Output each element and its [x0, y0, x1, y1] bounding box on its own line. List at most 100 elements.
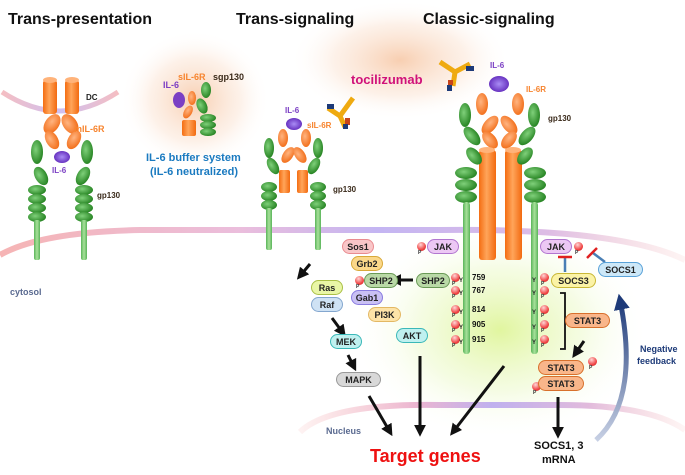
- node-stat3-dimer-top: STAT3: [538, 360, 584, 375]
- arrow-mek-mapk: [345, 354, 357, 372]
- phospho-p-icon: P: [540, 320, 549, 334]
- classic-signaling-complex: [455, 76, 546, 354]
- phospho-p-label: P: [452, 294, 456, 300]
- tyrosine-y-label: Y: [532, 278, 537, 284]
- phospho-p-icon: P: [451, 305, 460, 319]
- node-sos1: Sos1: [342, 239, 374, 254]
- phospho-p-label: P: [575, 250, 579, 256]
- heading-trans-presentation: Trans-presentation: [8, 11, 153, 28]
- node-shp2-left: SHP2: [364, 273, 398, 288]
- arrow-negative-feedback: [594, 293, 630, 442]
- node-socs3: SOCS3: [551, 273, 596, 288]
- label-il6-cs: IL-6: [490, 61, 505, 70]
- node-ras: Ras: [311, 280, 343, 295]
- node-jak-right: JAK: [540, 239, 572, 254]
- label-il6-tp: IL-6: [52, 166, 67, 175]
- phospho-p-jak-right: P: [574, 242, 583, 256]
- tyrosine-y-label: Y: [459, 278, 464, 284]
- arrow-sos-ras: [296, 263, 312, 280]
- phospho-p-label: P: [452, 313, 456, 319]
- label-il6-ts: IL-6: [285, 106, 300, 115]
- node-gab1: Gab1: [351, 290, 383, 305]
- phospho-p-label: P: [589, 365, 593, 371]
- phospho-p-label: P: [452, 281, 456, 287]
- label-feedback: feedback: [637, 356, 677, 366]
- phospho-p-icon: P: [451, 286, 460, 300]
- label-tocilizumab: tocilizumab: [351, 72, 423, 87]
- phospho-p-label: P: [418, 250, 422, 256]
- phospho-p-label: P: [541, 328, 545, 334]
- label-sgp130: sgp130: [213, 72, 245, 82]
- socs1-inhibition: [586, 247, 606, 263]
- il6-buffer-complex: [173, 82, 216, 136]
- phospho-p-icon: P: [451, 273, 460, 287]
- site-814: 814: [472, 305, 486, 314]
- arrow-mapk-target: [367, 395, 393, 437]
- node-pi3k: PI3K: [368, 307, 401, 322]
- site-915: 915: [472, 335, 486, 344]
- tyrosine-y-label: Y: [532, 291, 537, 297]
- phospho-p-label: P: [541, 313, 545, 319]
- node-socs1: SOCS1: [598, 262, 643, 277]
- label-il6r: IL-6R: [526, 85, 546, 94]
- node-mapk: MAPK: [336, 372, 381, 387]
- phospho-p-label: P: [356, 284, 360, 290]
- phospho-p-icon: P: [451, 320, 460, 334]
- label-negative: Negative: [640, 344, 678, 354]
- phospho-p-icon: P: [540, 286, 549, 300]
- tyrosine-y-label: Y: [532, 325, 537, 331]
- label-buffer-line1: IL-6 buffer system: [146, 152, 241, 164]
- label-sil6r-buffer: sIL-6R: [178, 72, 206, 82]
- phospho-p-stat3-bottom: P: [532, 382, 541, 396]
- arrow-receptor-target: [450, 365, 506, 436]
- phospho-p-label: P: [452, 343, 456, 349]
- tyrosine-y-label: Y: [459, 310, 464, 316]
- trans-signaling-complex: [261, 118, 326, 250]
- label-socs-mrna-2: mRNA: [542, 454, 576, 466]
- label-sil6r-ts: sIL-6R: [307, 121, 332, 130]
- phospho-p-label: P: [541, 281, 545, 287]
- tyrosine-y-label: Y: [459, 325, 464, 331]
- phospho-p-icon: P: [451, 335, 460, 349]
- trans-presentation-complex: [28, 77, 93, 260]
- phospho-p-stat3-top: P: [588, 357, 597, 371]
- heading-trans-signaling: Trans-signaling: [236, 11, 355, 28]
- tocilizumab-antibody-large: [438, 59, 474, 91]
- dc-membrane: [0, 89, 120, 114]
- phospho-p-label: P: [533, 390, 537, 396]
- node-stat3-dimer-bottom: STAT3: [538, 376, 584, 391]
- phospho-p-icon: P: [540, 305, 549, 319]
- tyrosine-y-label: Y: [532, 340, 537, 346]
- label-nucleus: Nucleus: [326, 426, 362, 436]
- node-akt: AKT: [396, 328, 428, 343]
- phospho-p-label: P: [452, 328, 456, 334]
- label-buffer-line2: (IL-6 neutralized): [150, 166, 239, 178]
- site-759: 759: [472, 273, 486, 282]
- tocilizumab-antibody-small: [326, 96, 356, 129]
- node-stat3-monomer: STAT3: [565, 313, 610, 328]
- phospho-p-icon: P: [540, 335, 549, 349]
- node-grb2: Grb2: [351, 256, 383, 271]
- label-socs-mrna-1: SOCS1, 3: [534, 440, 584, 452]
- label-cytosol: cytosol: [10, 287, 42, 297]
- label-gp130-cs: gp130: [548, 114, 572, 123]
- label-gp130-tp: gp130: [97, 191, 121, 200]
- label-gp130-ts: gp130: [333, 185, 357, 194]
- phospho-p-label: P: [541, 343, 545, 349]
- phospho-p-label: P: [541, 294, 545, 300]
- label-dc: DC: [86, 93, 98, 102]
- node-shp2-right: SHP2: [416, 273, 450, 288]
- arrow-stat3-dimerize: [572, 340, 586, 358]
- phospho-p-icon: P: [540, 273, 549, 287]
- node-mek: MEK: [330, 334, 362, 349]
- phospho-p-jak-left: P: [417, 242, 426, 256]
- label-target-genes: Target genes: [370, 446, 481, 466]
- tyrosine-y-label: Y: [459, 340, 464, 346]
- node-raf: Raf: [311, 297, 343, 312]
- socs3-inhibition: [558, 255, 572, 272]
- arrow-raf-mek: [330, 317, 346, 337]
- tocilizumab-glow: [290, 0, 510, 120]
- site-767: 767: [472, 286, 486, 295]
